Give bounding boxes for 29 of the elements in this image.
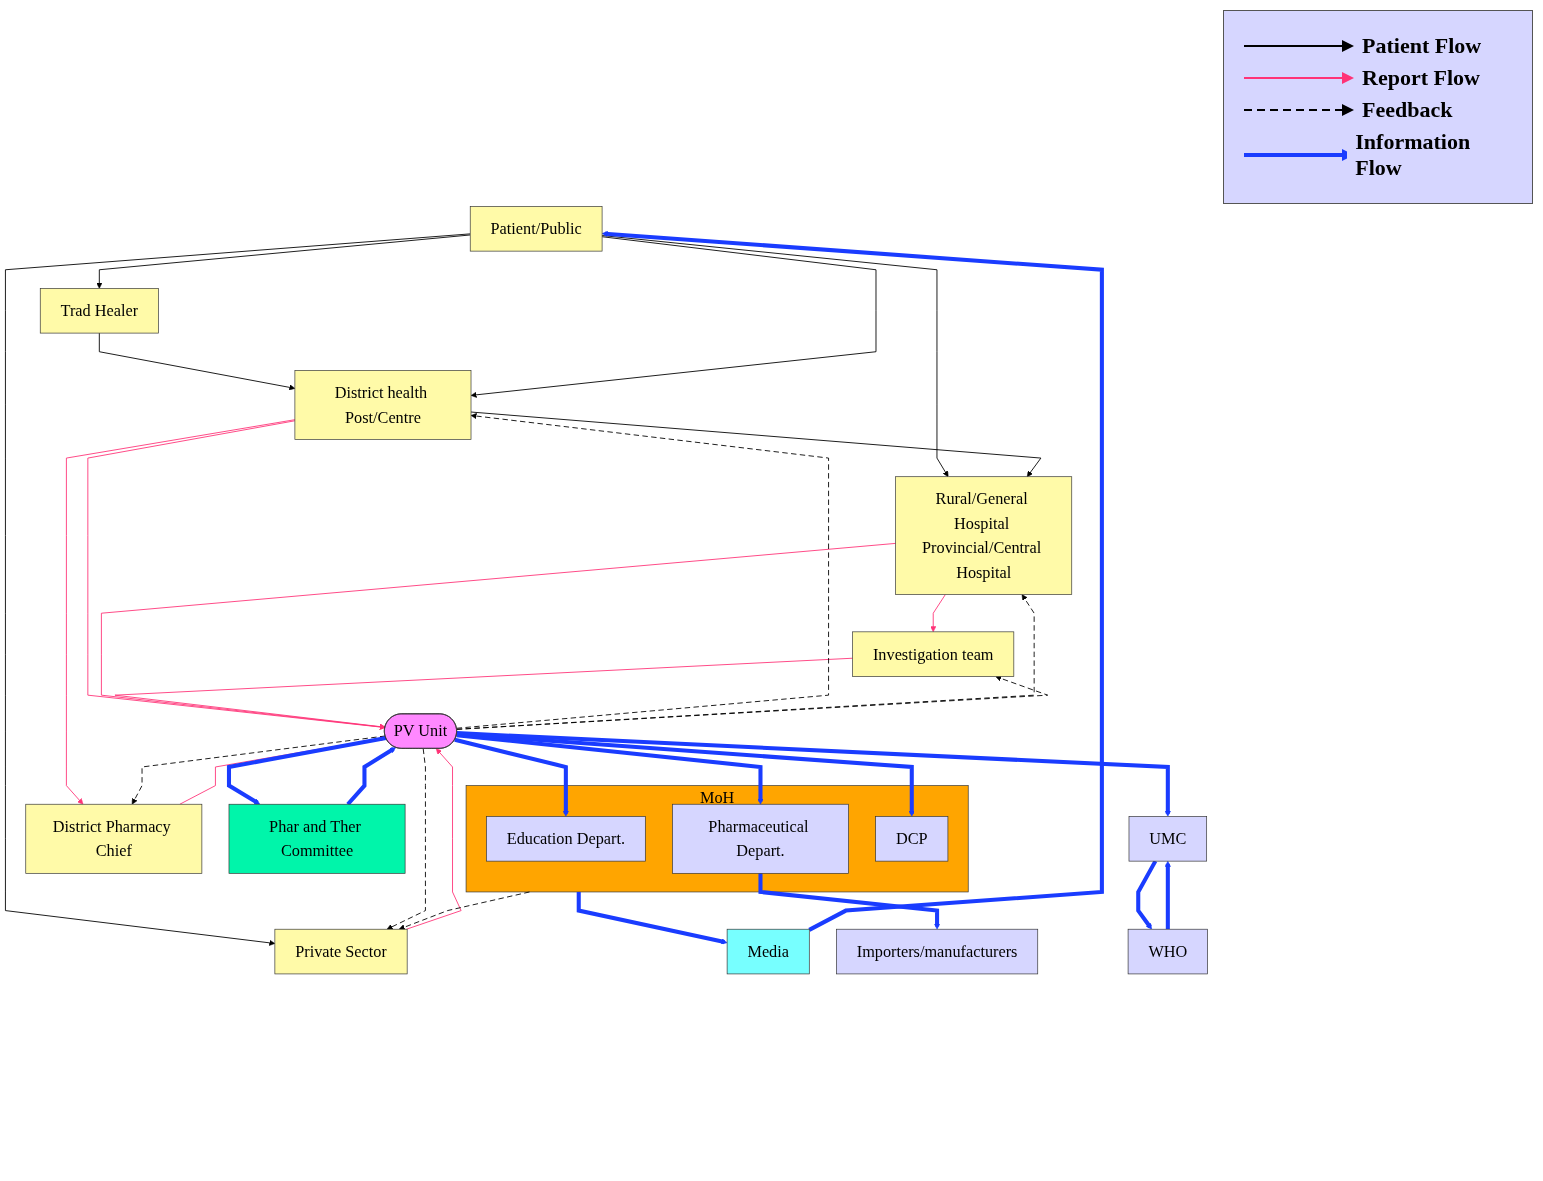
node-box: District health Post/Centre xyxy=(294,370,472,441)
node-box: Trad Healer xyxy=(39,288,159,334)
node-box: Importers/manufacturers xyxy=(836,929,1039,975)
arrow xyxy=(456,733,764,805)
arrow xyxy=(226,736,387,805)
node-box: DCP xyxy=(875,816,949,862)
arrow xyxy=(758,873,941,930)
arrow xyxy=(456,732,915,818)
node-box: WHO xyxy=(1127,929,1208,975)
node-box: Private Sector xyxy=(274,929,408,975)
arrow xyxy=(456,731,1171,818)
node-box: Media xyxy=(726,929,810,975)
node-box: Investigation team xyxy=(852,631,1015,678)
arrow xyxy=(576,892,728,945)
node-box: Education Depart. xyxy=(486,816,646,862)
arrow xyxy=(346,747,396,806)
node-box: District Pharmacy Chief xyxy=(25,804,203,874)
node-box: Rural/General Hospital Provincial/Central Hospital xyxy=(895,476,1073,596)
arrow xyxy=(454,738,569,818)
node-box: Patient/Public xyxy=(469,206,603,252)
arrow xyxy=(1136,860,1158,930)
node-box: UMC xyxy=(1128,816,1207,862)
node-box: Pharmaceutical Depart. xyxy=(672,804,849,874)
node-box: Phar and Ther Committee xyxy=(228,804,406,874)
legend-label: Information Flow xyxy=(1355,129,1472,181)
legend-label: Patient Flow xyxy=(1362,33,1482,59)
legend-label: Feedback xyxy=(1362,97,1453,123)
arrow xyxy=(1164,861,1171,930)
legend-label: Report Flow xyxy=(1362,65,1480,91)
